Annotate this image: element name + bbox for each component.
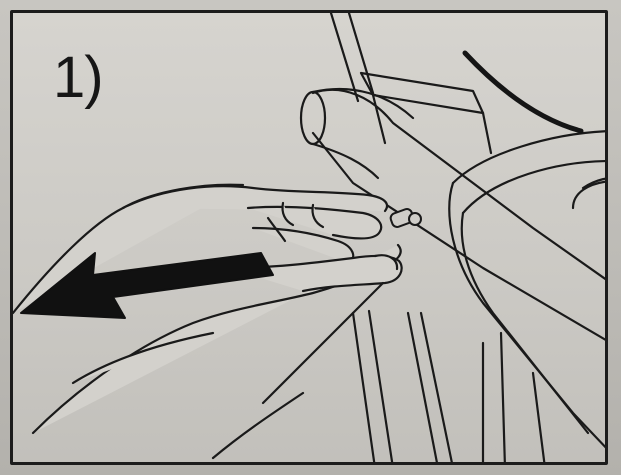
instruction-panel: 1) xyxy=(10,10,608,465)
cord-icon xyxy=(465,53,581,131)
frame-icon xyxy=(301,13,608,465)
hand-icon xyxy=(13,185,402,458)
step-number-label: 1) xyxy=(53,49,103,107)
